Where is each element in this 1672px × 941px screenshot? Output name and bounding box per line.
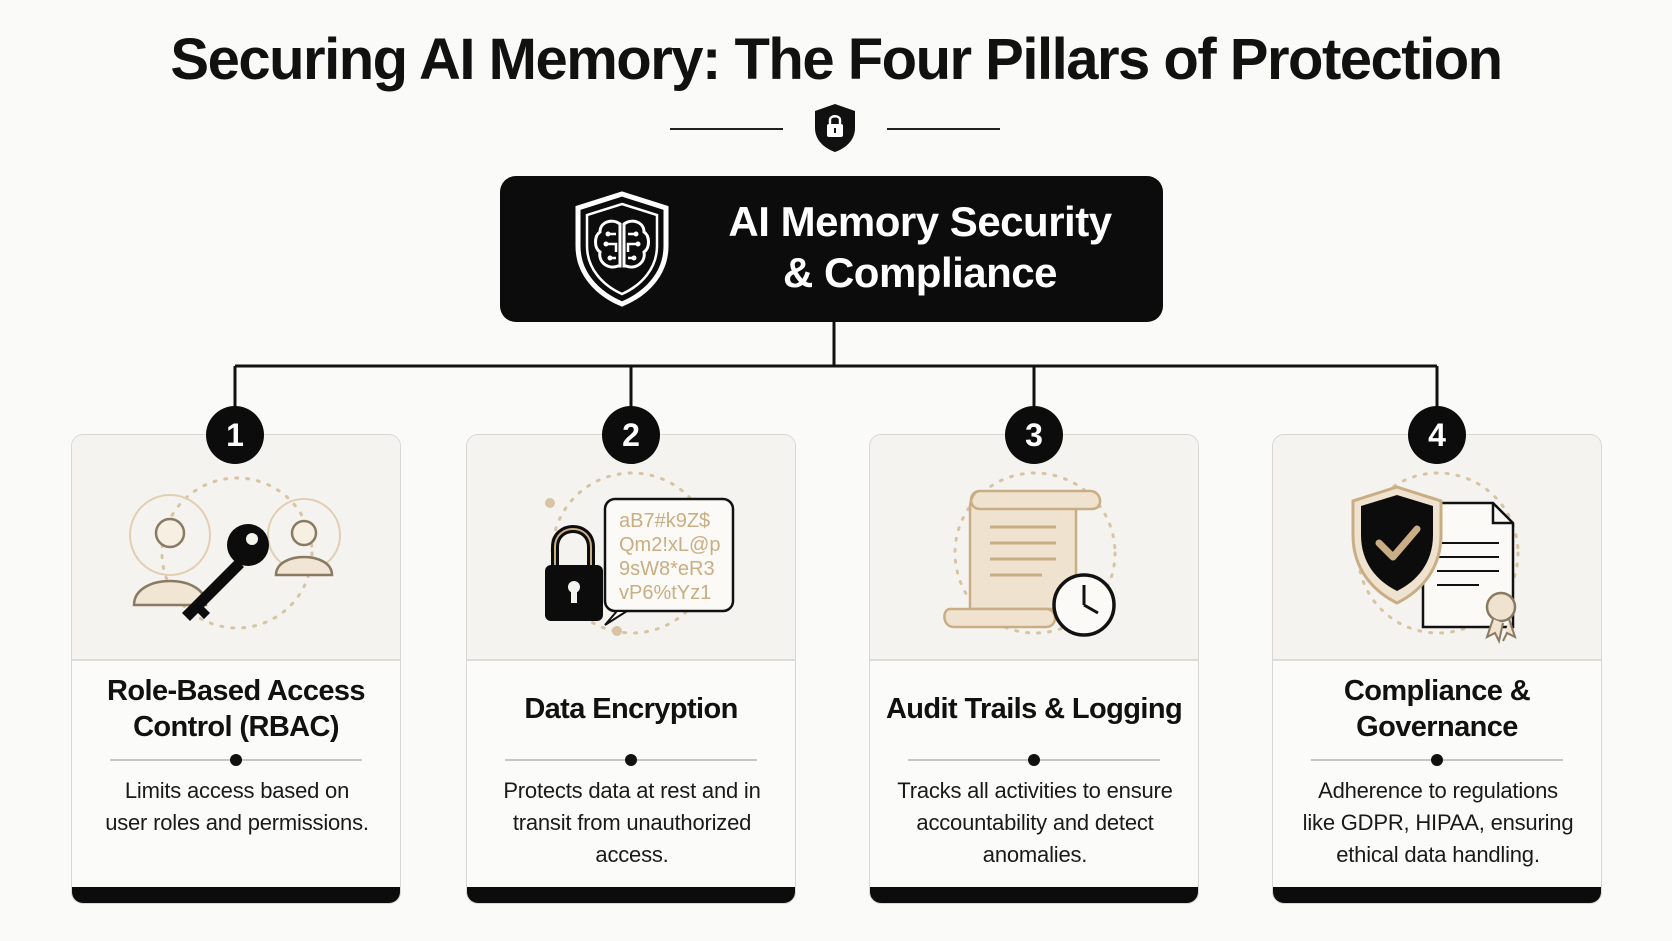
pillar-title-line: Data Encryption xyxy=(524,693,738,725)
cipher-text-line: vP6%tYz1 xyxy=(619,582,711,604)
root-title-line: AI Memory Security xyxy=(728,198,1112,245)
pillar-title: Compliance & Governance xyxy=(1287,673,1587,745)
brain-shield-icon xyxy=(575,191,669,307)
pillar-desc-line: accountability and detect xyxy=(916,810,1154,835)
card-icon-area xyxy=(1273,435,1601,659)
pillar-title: Role-Based Access Control (RBAC) xyxy=(86,673,386,745)
card-text-area xyxy=(72,661,400,889)
pillar-title-line: Control (RBAC) xyxy=(133,711,339,743)
pillar-title-line: Audit Trails & Logging xyxy=(885,693,1183,725)
pillar-desc-line: Adherence to regulations xyxy=(1318,778,1558,803)
pillar-desc-line: Limits access based on xyxy=(124,778,350,803)
pillar-number-badge: 1 xyxy=(206,406,264,464)
pillar-description: Limits access based on user roles and pe… xyxy=(92,775,382,839)
pillar-desc-line: transit from unauthorized xyxy=(512,810,752,835)
pillar-desc-line: Tracks all activities to ensure xyxy=(897,778,1173,803)
padlock-cipher-icon: aB7#k9Z$ Qm2!xL@p 9sW8*eR3 vP6%tYz1 xyxy=(545,471,735,636)
card-footer-bar xyxy=(870,887,1198,903)
cipher-text-line: aB7#k9Z$ xyxy=(619,510,710,532)
pillar-description: Tracks all activities to ensure accounta… xyxy=(890,775,1180,871)
pillar-number-badge: 2 xyxy=(602,406,660,464)
card-divider xyxy=(1273,659,1601,661)
card-icon-area: aB7#k9Z$ Qm2!xL@p 9sW8*eR3 vP6%tYz1 xyxy=(467,435,795,659)
pillar-desc-line: ethical data handling. xyxy=(1336,842,1540,867)
card-divider xyxy=(870,659,1198,661)
shield-document-icon xyxy=(1351,471,1520,644)
root-title: AI Memory Security & Compliance xyxy=(700,196,1140,298)
pillar-number-badge: 4 xyxy=(1408,406,1466,464)
card-separator xyxy=(908,753,1160,767)
cipher-text-line: 9sW8*eR3 xyxy=(619,558,715,580)
pillar-number-badge: 3 xyxy=(1005,406,1063,464)
card-icon-area xyxy=(870,435,1198,659)
card-separator xyxy=(1311,753,1563,767)
card-icon-area xyxy=(72,435,400,659)
pillar-description: Protects data at rest and in transit fro… xyxy=(487,775,777,871)
pillar-card-rbac: Role-Based Access Control (RBAC) Limits … xyxy=(71,434,401,904)
pillar-title: Data Encryption xyxy=(481,691,781,727)
pillar-title: Audit Trails & Logging xyxy=(884,691,1184,727)
users-key-icon xyxy=(129,476,341,630)
pillar-description: Adherence to regulations like GDPR, HIPA… xyxy=(1293,775,1583,871)
pillar-desc-line: like GDPR, HIPAA, ensuring xyxy=(1302,810,1574,835)
card-text-area xyxy=(1273,661,1601,889)
page-title: Securing AI Memory: The Four Pillars of … xyxy=(170,27,1503,92)
card-divider xyxy=(467,659,795,661)
pillar-desc-line: anomalies. xyxy=(982,842,1088,867)
pillar-card-compliance: Compliance & Governance Adherence to reg… xyxy=(1272,434,1602,904)
card-footer-bar xyxy=(1273,887,1601,903)
pillar-title-line: Compliance & xyxy=(1343,675,1531,707)
pillar-desc-line: access. xyxy=(595,842,669,867)
title-divider xyxy=(670,104,1000,152)
card-text-area xyxy=(870,661,1198,889)
pillar-title-line: Role-Based Access xyxy=(107,675,366,707)
pillar-desc-line: user roles and permissions. xyxy=(105,810,369,835)
shield-lock-icon xyxy=(815,104,855,152)
cipher-text-line: Qm2!xL@p xyxy=(619,534,720,556)
card-footer-bar xyxy=(72,887,400,903)
root-title-line: & Compliance xyxy=(782,249,1058,296)
pillar-card-encryption: aB7#k9Z$ Qm2!xL@p 9sW8*eR3 vP6%tYz1 Data… xyxy=(466,434,796,904)
scroll-clock-icon xyxy=(943,471,1117,637)
pillar-title-line: Governance xyxy=(1356,711,1518,743)
root-node: AI Memory Security & Compliance xyxy=(500,176,1163,322)
card-footer-bar xyxy=(467,887,795,903)
card-separator xyxy=(505,753,757,767)
pillar-card-audit: Audit Trails & Logging Tracks all activi… xyxy=(869,434,1199,904)
card-text-area xyxy=(467,661,795,889)
card-divider xyxy=(72,659,400,661)
pillar-desc-line: Protects data at rest and in xyxy=(503,778,761,803)
card-separator xyxy=(110,753,362,767)
